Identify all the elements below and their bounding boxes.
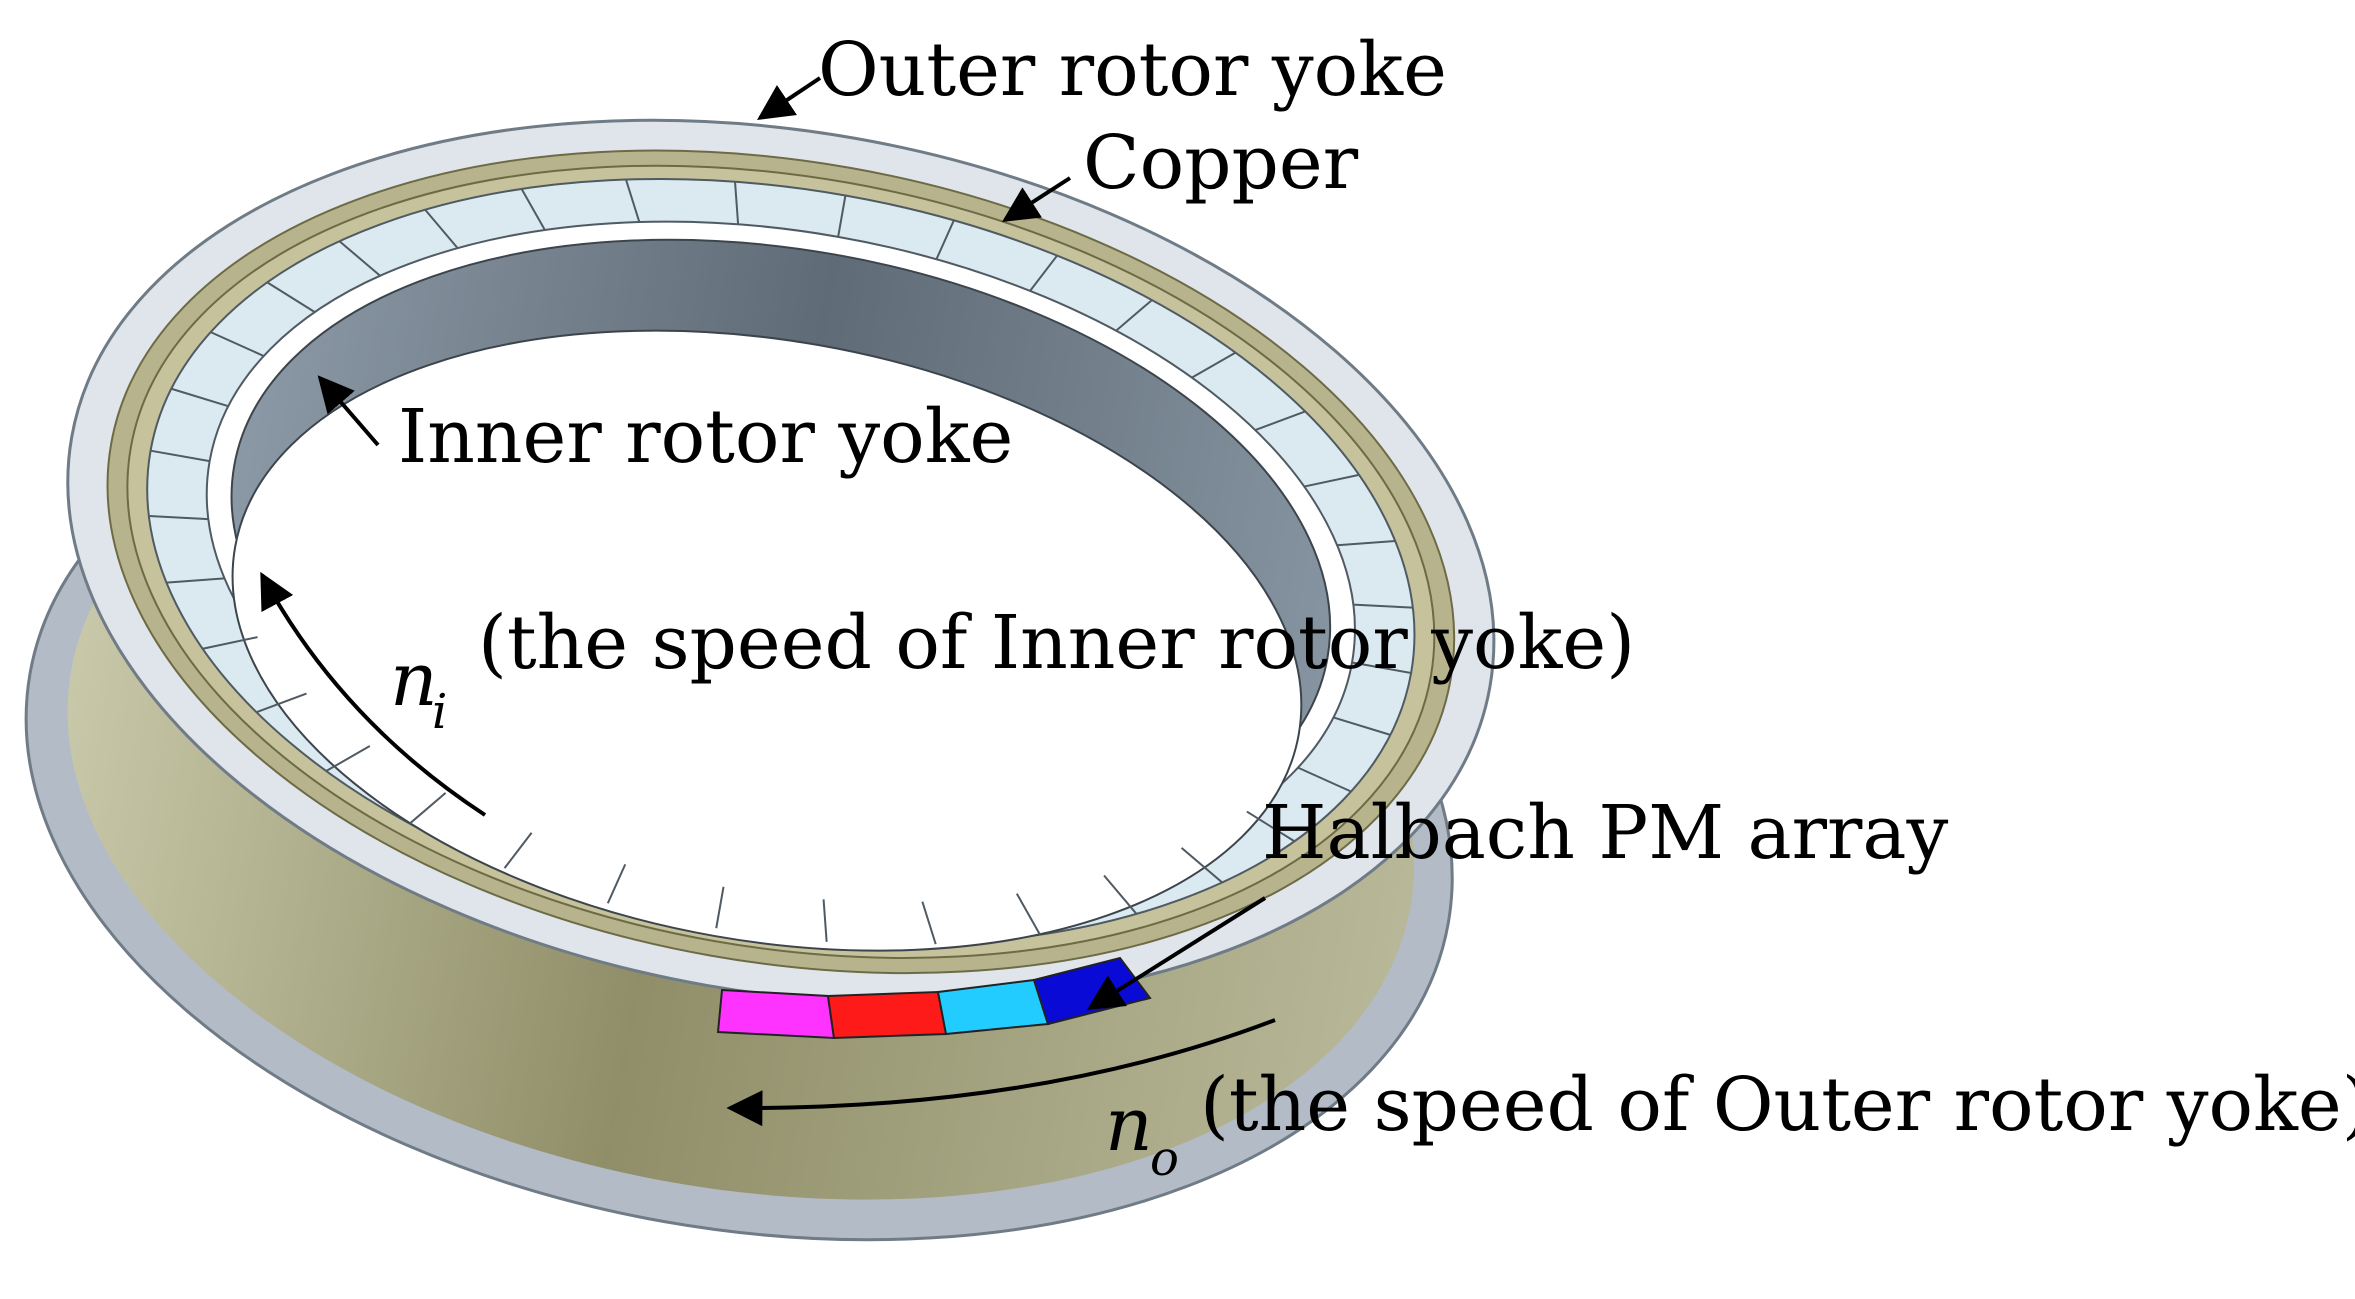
pm-segment-divider — [837, 195, 847, 238]
pm-segment-divider — [520, 188, 546, 231]
label-no-subscript: o — [1150, 1131, 1179, 1187]
pm-segment-divider — [1029, 254, 1058, 292]
pm-segment-divider — [266, 281, 316, 313]
pm-segment-divider — [256, 692, 307, 714]
pm-segment-divider — [409, 792, 447, 825]
pm-segment-divider — [148, 514, 209, 521]
pm-segment-divider — [734, 181, 740, 225]
labels: Outer rotor yoke Copper Inner rotor yoke… — [390, 27, 2355, 1187]
pm-segment-divider — [338, 240, 381, 277]
copper-arrow — [1001, 176, 1072, 222]
inner-yoke-arrow — [317, 375, 380, 447]
pm-segment-divider — [822, 899, 828, 942]
outer-yoke-arrow — [757, 76, 822, 120]
inner-hole — [231, 329, 1303, 952]
halbach-segment-red — [826, 990, 948, 1040]
pm-segment-divider — [1254, 410, 1306, 432]
label-ni-description: (the speed of Inner rotor yoke) — [478, 600, 1635, 686]
pm-segment-divider — [150, 449, 210, 463]
label-no-description: (the speed of Outer rotor yoke) — [1200, 1062, 2355, 1148]
no-rotation-arrow — [726, 1018, 1276, 1127]
pm-segment-divider — [1191, 351, 1236, 379]
pm-segment-divider — [424, 209, 459, 249]
pm-segment-divider — [921, 901, 937, 945]
pm-segment-divider — [1103, 874, 1138, 915]
pm-segment-divider — [171, 387, 229, 408]
pm-segment-divider — [1333, 716, 1391, 736]
pm-segment-divider — [1246, 810, 1295, 843]
pm-segment-divider — [210, 331, 265, 357]
pm-segment-divider — [1115, 299, 1153, 332]
halbach-segment-magenta — [716, 988, 836, 1040]
label-ni-subscript: i — [432, 684, 447, 740]
pm-segment-divider — [625, 179, 641, 223]
pm-segment-lines — [148, 179, 1413, 945]
ni-rotation-arrow — [260, 571, 487, 817]
label-no-symbol: n — [1105, 1082, 1153, 1168]
pm-segment-divider — [166, 577, 225, 584]
pm-segment-divider — [1351, 661, 1412, 674]
pm-segment-divider — [1297, 766, 1352, 793]
arrows — [260, 76, 1276, 1127]
pm-segment-divider — [503, 832, 533, 869]
pm-segment-divider — [606, 863, 627, 904]
pm-segment-divider — [202, 636, 258, 650]
pm-segment-divider — [935, 219, 955, 260]
pm-segment-divider — [1353, 603, 1413, 609]
label-outer-rotor-yoke: Outer rotor yoke — [818, 27, 1447, 113]
label-copper: Copper — [1083, 120, 1359, 206]
pm-segment-divider — [1337, 539, 1396, 547]
pm-segment-divider — [1303, 473, 1360, 488]
pm-segment-divider — [325, 745, 371, 772]
label-ni-symbol: n — [390, 637, 438, 723]
label-halbach-pm-array: Halbach PM array — [1262, 790, 1949, 876]
label-inner-rotor-yoke: Inner rotor yoke — [398, 394, 1013, 480]
pm-segment-divider — [715, 886, 725, 929]
pm-segment-divider — [1180, 847, 1223, 884]
pm-segment-divider — [1015, 893, 1041, 936]
halbach-arrow — [1086, 896, 1267, 1010]
